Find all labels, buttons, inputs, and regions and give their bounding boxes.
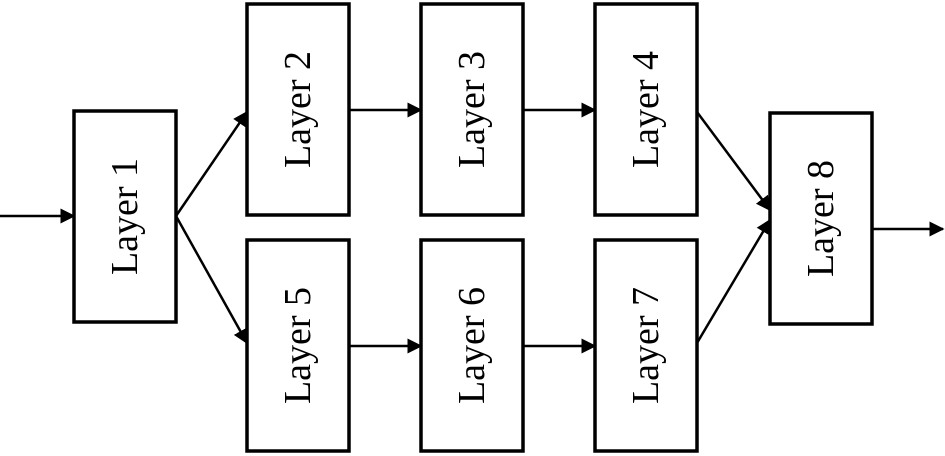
layer6-label: Layer 6 (451, 287, 493, 404)
layer8-label: Layer 8 (800, 160, 842, 277)
layer5-label: Layer 5 (277, 287, 319, 404)
edge-layer4-layer8 (695, 111, 772, 212)
layer5-box (245, 238, 351, 453)
layer1-box (72, 109, 178, 324)
edge-layer1-layer2 (174, 110, 249, 217)
node-layer3: Layer 3 (419, 2, 525, 217)
edge-layer7-layer8 (695, 218, 772, 344)
layer8-box (768, 111, 874, 326)
layer4-label: Layer 4 (625, 51, 667, 168)
node-layer1: Layer 1 (72, 109, 178, 324)
layer2-box (245, 2, 351, 217)
edges (0, 102, 945, 354)
edge-layer1-layer5 (174, 215, 249, 345)
node-layer5: Layer 5 (245, 238, 351, 453)
node-layer2: Layer 2 (245, 2, 351, 217)
layer6-box (419, 238, 525, 453)
layer3-box (419, 2, 525, 217)
layer7-label: Layer 7 (625, 287, 667, 404)
layer3-label: Layer 3 (451, 51, 493, 168)
layer4-box (593, 2, 699, 217)
node-layer7: Layer 7 (593, 238, 699, 453)
layer7-box (593, 238, 699, 453)
node-layer8: Layer 8 (768, 111, 874, 326)
node-layer6: Layer 6 (419, 238, 525, 453)
node-layer4: Layer 4 (593, 2, 699, 217)
layer1-label: Layer 1 (104, 158, 146, 275)
layer2-label: Layer 2 (277, 51, 319, 168)
